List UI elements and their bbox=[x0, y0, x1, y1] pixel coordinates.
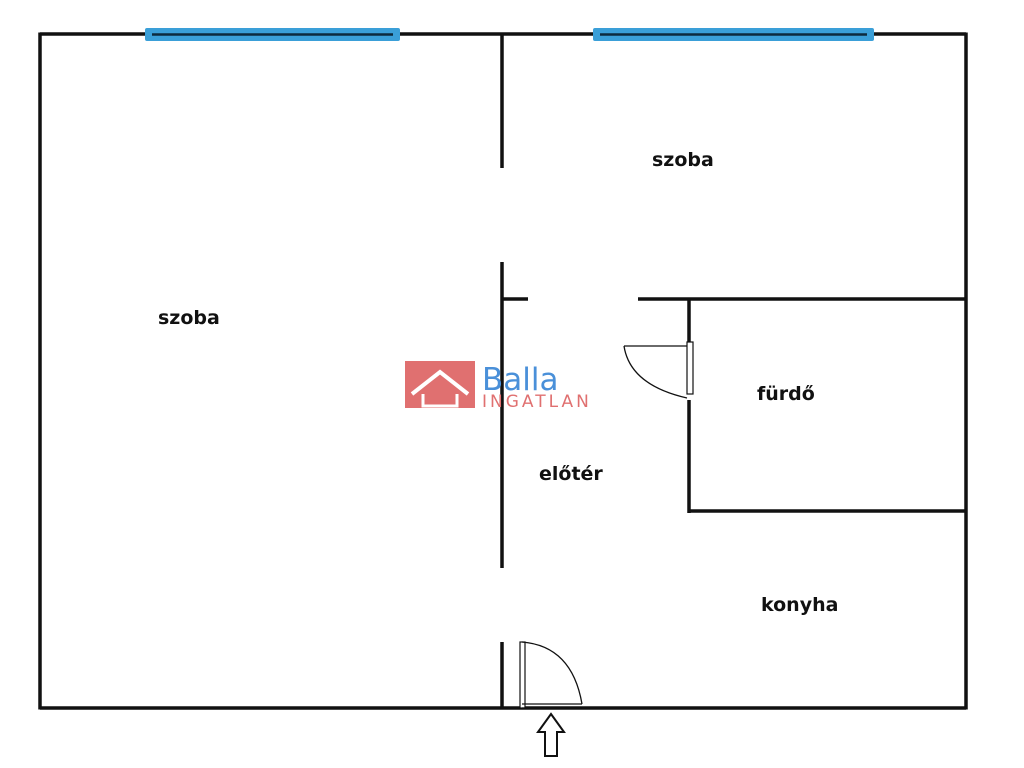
room-label-szoba-top-right: szoba bbox=[652, 149, 714, 171]
logo-name: Balla bbox=[482, 362, 559, 398]
room-label-konyha: konyha bbox=[761, 594, 838, 616]
room-label-eloter: előtér bbox=[539, 463, 603, 485]
window-right bbox=[593, 28, 874, 41]
window-left bbox=[145, 28, 400, 41]
house-icon bbox=[405, 361, 475, 408]
room-label-furdo: fürdő bbox=[757, 383, 815, 405]
bathroom-door bbox=[623, 341, 694, 399]
watermark-logo: Balla INGATLAN bbox=[405, 361, 592, 412]
arrow-up-icon bbox=[536, 712, 566, 757]
interior-walls bbox=[500, 34, 966, 708]
entrance-door bbox=[519, 641, 583, 709]
logo-subtitle: INGATLAN bbox=[482, 392, 592, 412]
room-label-szoba-left: szoba bbox=[158, 307, 220, 329]
